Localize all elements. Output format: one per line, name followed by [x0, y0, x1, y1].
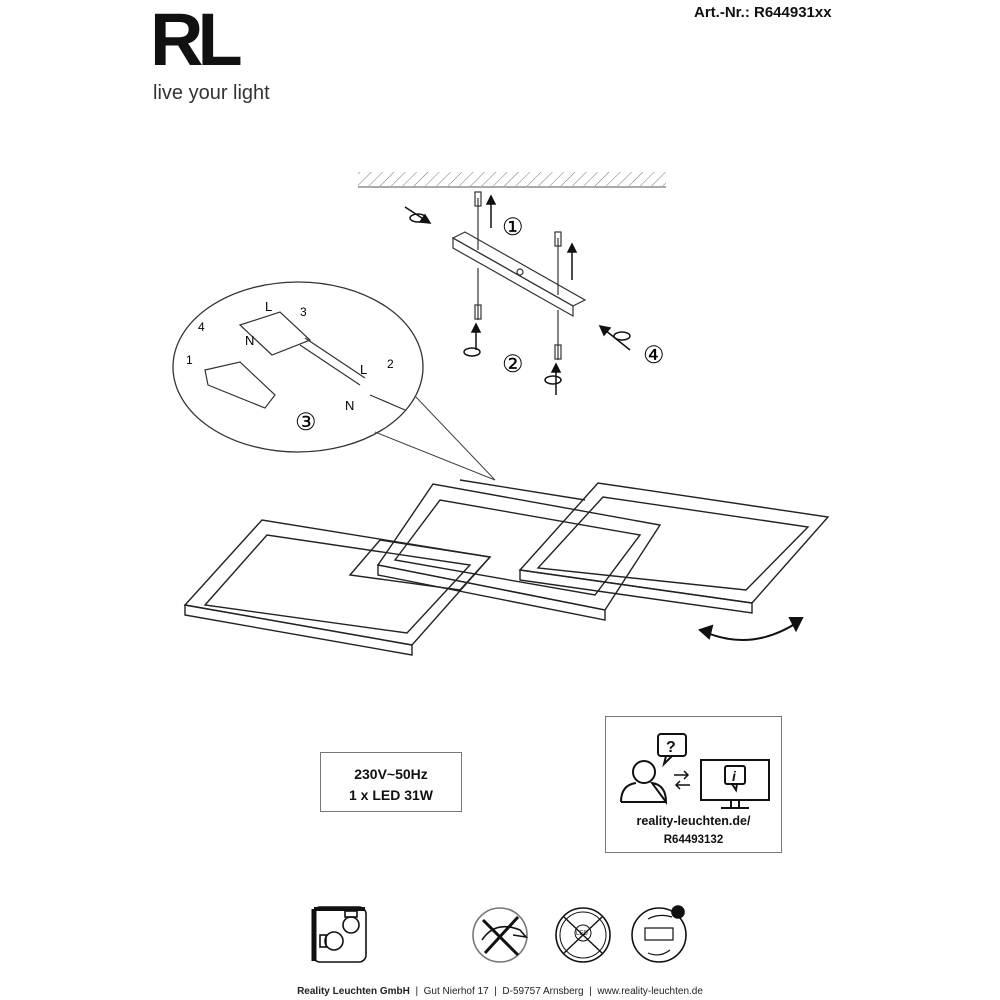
footer-street: Gut Nierhof 17: [423, 986, 489, 997]
label-3: 3: [300, 305, 307, 319]
arrows: [404, 194, 631, 395]
led-not-replaceable-icon: LED: [555, 907, 611, 963]
logo: RL: [150, 0, 243, 81]
step-1-label: ①: [502, 214, 524, 241]
support-box: ? i reality-leuchten.de/ R64493132: [605, 716, 782, 853]
exchange-arrows-icon: [674, 770, 690, 790]
svg-text:?: ?: [666, 739, 676, 756]
label-n: N: [245, 333, 254, 348]
voltage: 230V~50Hz: [354, 766, 428, 782]
footer-sep: |: [494, 986, 497, 997]
footer-company: Reality Leuchten GmbH: [297, 986, 410, 997]
step-2-label: ②: [502, 351, 524, 378]
logo-tagline: live your light: [153, 82, 270, 104]
label-2: 2: [387, 357, 394, 371]
spec-box: 230V~50Hz 1 x LED 31W: [320, 752, 462, 812]
monitor-info-icon: i: [700, 759, 770, 809]
no-dimmer-icon: [472, 907, 529, 963]
protection-class-icon: [311, 906, 367, 963]
label-l-right: L: [360, 362, 367, 377]
label-n-right: N: [345, 398, 354, 413]
footer: Reality Leuchten GmbH | Gut Nierhof 17 |…: [0, 986, 1000, 997]
product-code: R64493132: [663, 834, 724, 846]
person-icon: [620, 760, 668, 806]
label-4: 4: [198, 320, 205, 334]
article-number: Art.-Nr.: R644931xx: [694, 4, 832, 21]
lamp-spec: 1 x LED 31W: [348, 787, 434, 803]
svg-text:i: i: [732, 768, 737, 784]
ceiling: [358, 172, 666, 188]
step-4-label: ④: [643, 342, 665, 369]
footer-city: D-59757 Arnsberg: [502, 986, 584, 997]
step-3-label: ③: [295, 409, 317, 436]
mounting-bracket: [451, 191, 587, 360]
label-l: L: [265, 299, 272, 314]
question-bubble-icon: ?: [657, 733, 687, 768]
footer-sep: |: [415, 986, 419, 997]
rotation-arrow-icon: [698, 617, 804, 641]
footer-website[interactable]: www.reality-leuchten.de: [597, 986, 703, 997]
footer-sep: |: [589, 986, 592, 997]
luminaire: [183, 479, 830, 656]
driver-replaceable-icon: [631, 905, 687, 963]
label-1: 1: [186, 353, 193, 367]
wiring-detail: L 3 4 N 1 L 2 N ③: [172, 281, 496, 481]
support-url[interactable]: reality-leuchten.de/: [636, 814, 751, 828]
